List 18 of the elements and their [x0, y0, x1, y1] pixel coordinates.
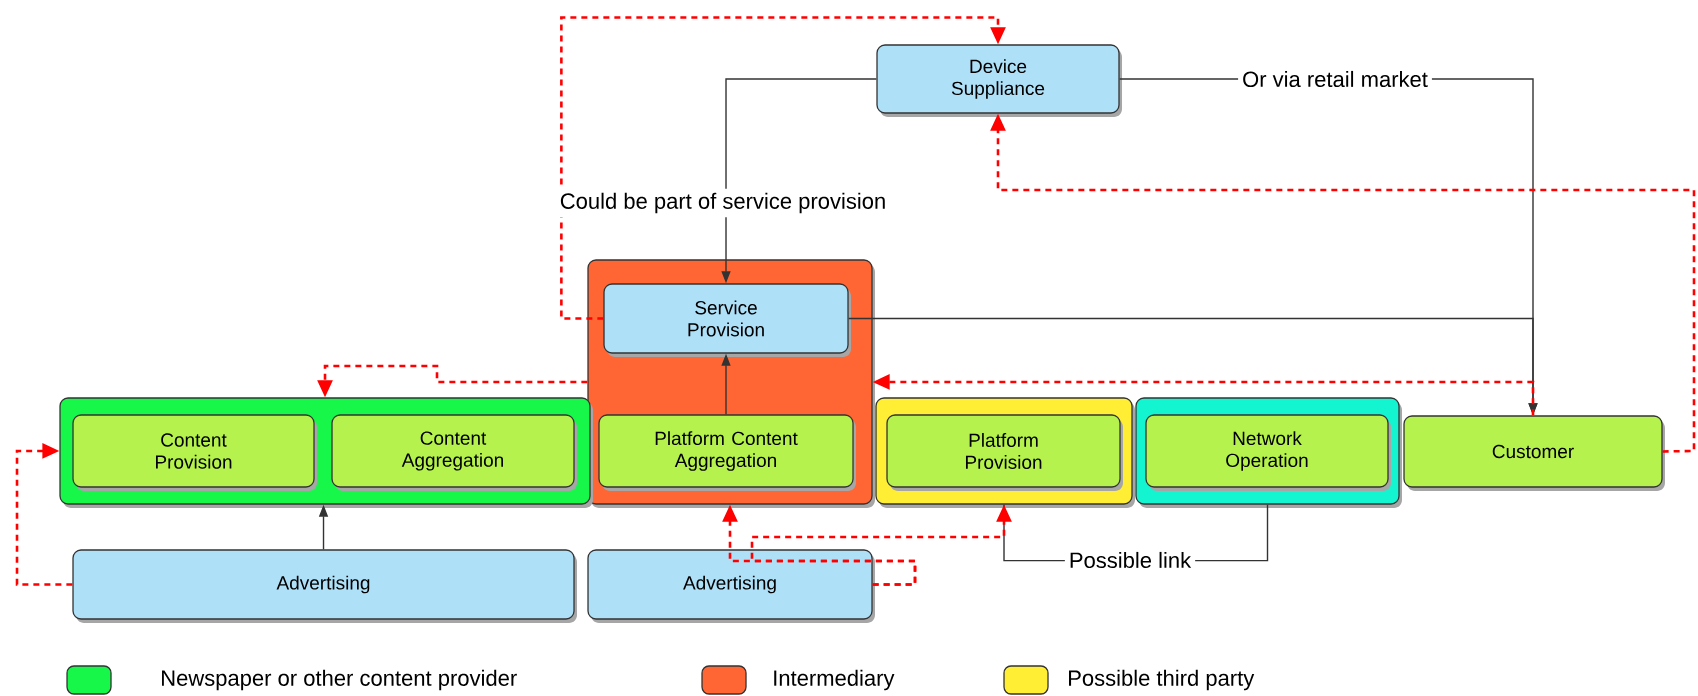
legend-label: Intermediary	[774, 669, 895, 691]
process-box: Content Provision	[72, 414, 315, 488]
process-box: Device Suppliance	[876, 44, 1120, 114]
process-box: Service Provision	[603, 283, 849, 354]
process-box: Customer	[1403, 415, 1663, 488]
process-box: Advertising	[72, 549, 575, 620]
edge-label: Could be part of service provision	[555, 188, 891, 218]
edge-label: Possible link	[1064, 547, 1196, 573]
process-box: Content Aggregation	[331, 414, 575, 488]
process-box: Advertising	[587, 549, 873, 620]
arrow	[15, 443, 73, 586]
process-box: Platform Content Aggregation	[598, 414, 854, 488]
edge-label: Or via retail market	[1238, 66, 1432, 92]
legend-label: Newspaper or other content provider	[162, 669, 517, 691]
arrow	[560, 16, 1006, 320]
process-box: Network Operation	[1145, 414, 1389, 488]
legend-label: Possible third party	[1069, 669, 1255, 691]
process-box: Platform Provision	[886, 414, 1121, 488]
